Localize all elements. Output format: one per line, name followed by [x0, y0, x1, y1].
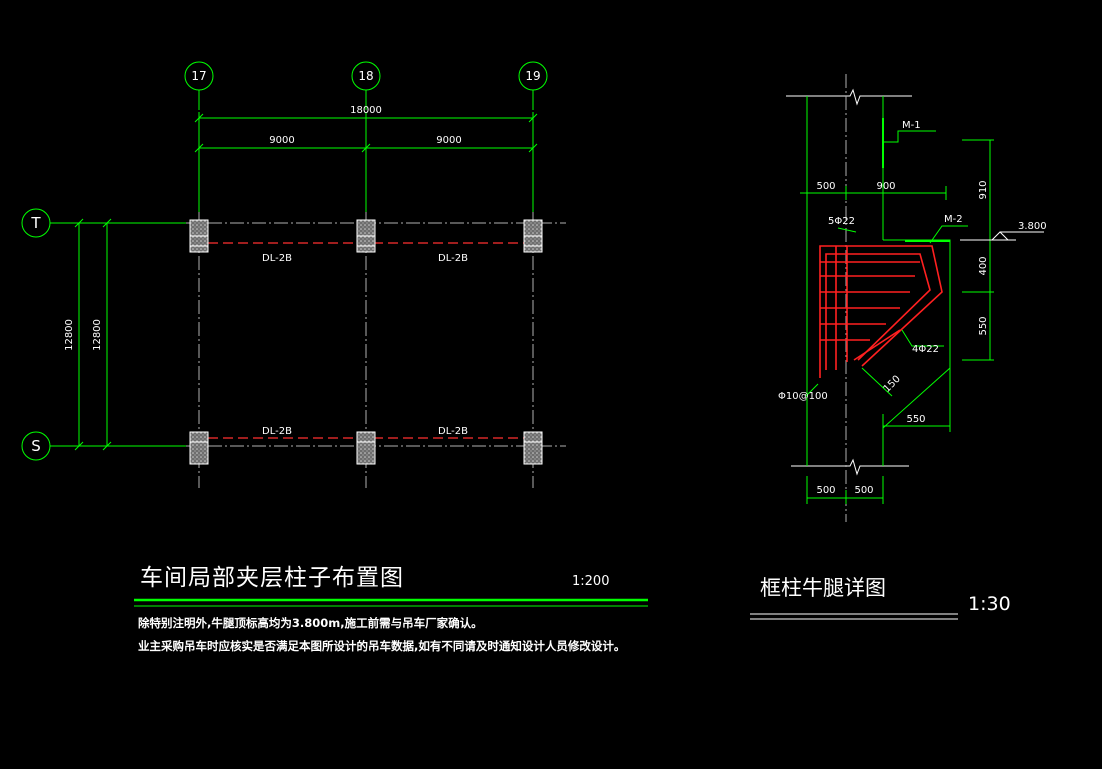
plan-scale: 1:200 — [572, 574, 609, 589]
dim-910: 910 — [978, 180, 989, 199]
dim-vertical-outer: 12800 — [64, 319, 75, 351]
centerlines — [186, 212, 566, 488]
label-m1: M-1 — [902, 120, 921, 131]
note-line-2: 业主采购吊车时应核实是否满足本图所设计的吊车数据,如有不同请及时通知设计人员修改… — [138, 639, 625, 653]
grid-label: 18 — [358, 69, 373, 83]
break-line-top — [786, 88, 912, 476]
dim-bottom-right: 500 — [854, 485, 873, 496]
dim-vertical-inner: 12800 — [92, 319, 103, 351]
dim-400: 400 — [978, 256, 989, 275]
columns — [189, 219, 543, 465]
label-m2: M-2 — [944, 214, 963, 225]
grid-axis-top-17: 17 — [184, 61, 214, 91]
stirrup-label: Φ10@100 — [778, 391, 828, 402]
dim-550-vertical: 550 — [978, 316, 989, 335]
detail-dimensions — [800, 130, 994, 504]
grid-axis-top-18: 18 — [351, 61, 381, 91]
dim-900: 900 — [876, 181, 895, 192]
elevation-value: 3.800 — [1018, 221, 1047, 232]
grid-axis-left-S: S — [21, 431, 51, 461]
dim-bottom-left: 500 — [816, 485, 835, 496]
column — [189, 219, 209, 253]
note-line-1: 除特别注明外,牛腿顶标高均为3.800m,施工前需与吊车厂家确认。 — [138, 616, 483, 630]
grid-label: T — [30, 214, 41, 232]
grid-label: 19 — [525, 69, 540, 83]
grid-axis-left-T: T — [21, 208, 51, 238]
detail-title: 框柱牛腿详图 — [760, 576, 886, 600]
column — [523, 431, 543, 465]
grid-label: 17 — [191, 69, 206, 83]
grid-axis-top-19: 19 — [518, 61, 548, 91]
plan-dimensions — [74, 112, 538, 451]
corbel-detail-view: M-1 M-2 500 900 910 400 550 550 150 3.80… — [750, 74, 1047, 620]
beam-label: DL-2B — [438, 426, 468, 437]
beam-label: DL-2B — [438, 253, 468, 264]
beam-label: DL-2B — [262, 253, 292, 264]
column-outline — [806, 96, 884, 466]
dim-550-horizontal: 550 — [906, 414, 925, 425]
plan-title: 车间局部夹层柱子布置图 — [140, 565, 404, 591]
column — [523, 219, 543, 253]
dim-bay-1: 9000 — [269, 135, 294, 146]
column — [356, 219, 376, 253]
dim-150: 150 — [882, 374, 903, 395]
rebar-top-label: 5Φ22 — [828, 216, 855, 227]
column — [356, 431, 376, 465]
rebar-diagonal-label: 4Φ22 — [912, 344, 939, 355]
column — [189, 431, 209, 465]
plan-view: 17 18 19 T S — [21, 61, 648, 653]
elevation-symbol — [960, 231, 1044, 241]
beam-label: DL-2B — [262, 426, 292, 437]
rebar — [819, 245, 943, 378]
embedded-plates — [882, 118, 950, 242]
dim-500-top: 500 — [816, 181, 835, 192]
grid-leaders — [50, 90, 534, 447]
dim-total: 18000 — [350, 105, 382, 116]
grid-label: S — [31, 437, 41, 455]
dim-bay-2: 9000 — [436, 135, 461, 146]
detail-scale: 1:30 — [968, 593, 1011, 615]
